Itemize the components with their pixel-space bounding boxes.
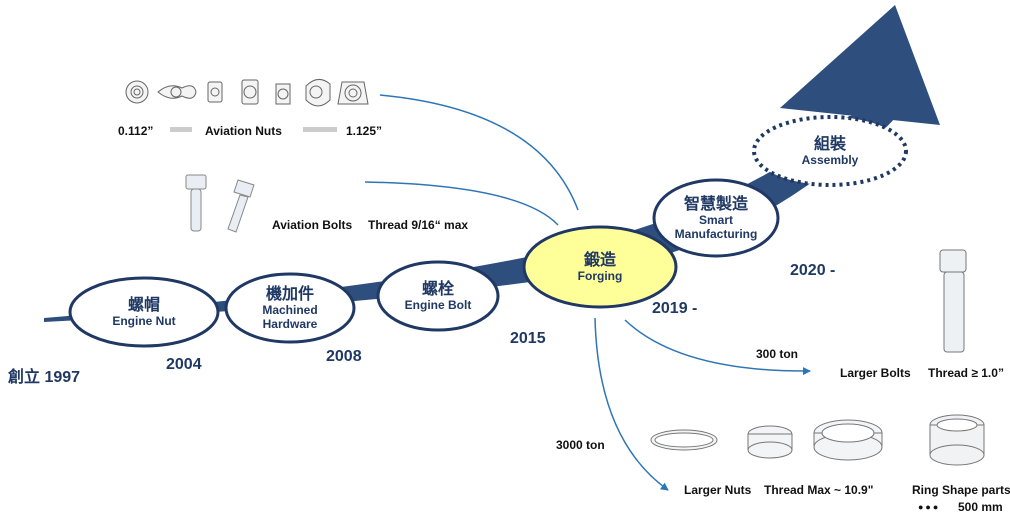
aviation-bolts-thread: Thread 9/16“ max [368,218,469,232]
nut-housing-icon [337,81,369,105]
press-300-ton: 300 ton [756,347,799,361]
connector-3000ton [594,317,669,491]
nut-round-icon [125,80,149,104]
milestone-cjk: 螺栓 [421,279,454,298]
milestone-cjk: 螺帽 [127,295,160,314]
growth-arrow [780,5,940,125]
milestone-en-line1: Machined [262,303,318,317]
nut-oval-plate-icon [157,85,197,99]
milestone-en: Engine Nut [112,314,176,328]
ring-shape-part-icon [929,414,985,466]
aviation-bolt-icons [185,174,255,233]
nut-bracket-icon [305,79,331,107]
aviation-bolts-label: Aviation Bolts [272,218,353,232]
milestone-cjk: 智慧製造 [683,194,748,213]
milestone-machined-hardware: 機加件 Machined Hardware [226,276,354,340]
nut-anchor-icon [275,83,291,105]
milestone-en-line2: Manufacturing [674,227,758,241]
oval-engine-bolt [376,260,500,332]
milestone-en: Engine Bolt [404,298,472,312]
milestone-en: Forging [577,269,623,283]
year-2008: 2008 [326,348,362,365]
founded-cjk: 創立 [8,367,41,386]
year-2015: 2015 [510,330,546,347]
founded-year: 1997 [44,369,81,386]
ellipsis-dots: ●●● [918,502,941,512]
year-2004: 2004 [166,356,202,373]
founded-label: 創立 1997 [8,368,80,387]
milestone-en: Assembly [801,153,859,167]
bolt-tilted-icon [227,179,255,233]
oval-machined-hardware [224,272,356,344]
ring-shape-parts-label: Ring Shape parts [912,483,1010,497]
larger-bolts-thread: Thread ≥ 1.0” [928,366,1004,380]
ring-size-label: 500 mm [958,500,1003,514]
larger-nuts-label: Larger Nuts [684,483,752,497]
milestone-engine-bolt: 螺栓 Engine Bolt [378,264,498,328]
aviation-nut-icons [125,79,369,107]
year-2019: 2019 - [652,300,698,317]
range-bar-right [303,127,337,132]
larger-bolts-label: Larger Bolts [840,366,911,380]
nut-barrel-icon [207,81,223,103]
larger-nuts-thread: Thread Max ~ 10.9" [764,483,874,497]
milestone-cjk: 機加件 [265,284,314,303]
aviation-nuts-max: 1.125” [346,124,383,138]
small-nut-icon [747,425,793,459]
milestone-forging: 鍛造 Forging [524,230,676,304]
milestone-assembly: 組裝 Assembly [754,120,906,182]
bolt-straight-icon [185,174,207,232]
milestone-en-line2: Hardware [262,317,318,331]
castle-nut-icon [813,419,883,461]
oval-smart-manufacturing [652,178,780,258]
oval-assembly [752,115,908,187]
milestone-engine-nut: 螺帽 Engine Nut [70,280,218,344]
connector-300ton [624,319,811,376]
milestone-cjk: 鍛造 [583,250,616,269]
year-2020: 2020 - [790,262,836,279]
milestone-en-line1: Smart [698,213,733,227]
connector-aviation-bolts [364,181,559,226]
nut-square-icon [241,79,259,105]
oval-engine-nut [68,276,220,348]
milestone-smart-manufacturing: 智慧製造 Smart Manufacturing [654,182,778,254]
larger-nut-icons [650,419,883,461]
milestone-cjk: 組裝 [813,134,846,153]
oval-forging [522,225,678,309]
press-3000-ton: 3000 ton [556,438,605,452]
aviation-nuts-label: Aviation Nuts [205,124,282,138]
range-bar-left [170,127,192,132]
connector-aviation-nuts [379,94,579,211]
larger-bolt-icon [939,249,967,353]
aviation-nuts-min: 0.112” [118,124,154,138]
thin-ring-icon [650,429,718,451]
